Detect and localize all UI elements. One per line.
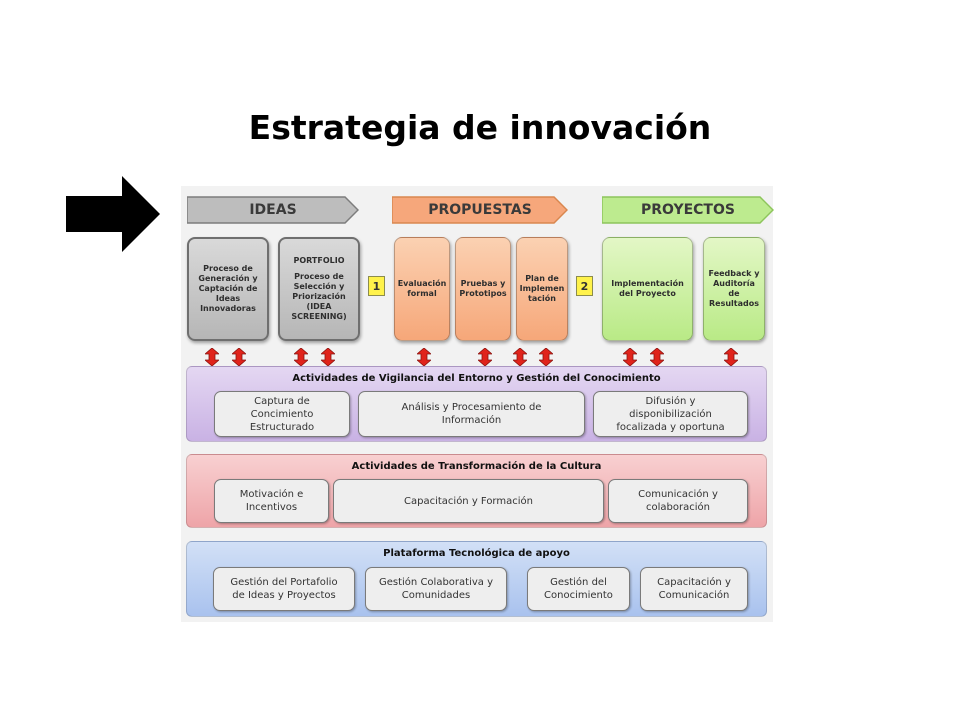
- item-gestion-portafolio: Gestión del Portafolio de Ideas y Proyec…: [213, 567, 355, 611]
- item-capacitacion-comunicacion: Capacitación y Comunicación: [640, 567, 748, 611]
- item-gestion-conocimiento: Gestión del Conocimiento: [527, 567, 630, 611]
- up-down-arrow-icon: [205, 348, 219, 366]
- phase-ideas: IDEAS: [187, 196, 359, 224]
- step-1-marker: 1: [368, 276, 385, 296]
- phase-propuestas-label: PROPUESTAS: [428, 202, 532, 218]
- up-down-arrow-icon: [513, 348, 527, 366]
- up-down-arrow-icon: [650, 348, 664, 366]
- up-down-arrow-icon: [417, 348, 431, 366]
- card-pruebas: Pruebas y Prototipos: [455, 237, 511, 341]
- card-portfolio-text: Proceso de Selección y Priorización (IDE…: [291, 272, 347, 321]
- item-difusion: Difusión y disponibilización focalizada …: [593, 391, 748, 437]
- phase-proyectos: PROYECTOS: [602, 196, 774, 224]
- card-plan: Plan de Implemen tación: [516, 237, 568, 341]
- item-capacitacion-formacion: Capacitación y Formación: [333, 479, 604, 523]
- band-vigilancia-title: Actividades de Vigilancia del Entorno y …: [292, 373, 661, 384]
- band-plataforma: Plataforma Tecnológica de apoyo Gestión …: [186, 541, 767, 617]
- item-comunicacion: Comunicación y colaboración: [608, 479, 748, 523]
- innovation-diagram: IDEAS PROPUESTAS PROYECTOS Proceso de Ge…: [181, 186, 774, 622]
- card-evaluacion: Evaluación formal: [394, 237, 450, 341]
- item-analisis: Análisis y Procesamiento de Información: [358, 391, 585, 437]
- page-title: Estrategia de innovación: [248, 108, 712, 147]
- step-2-marker: 2: [576, 276, 593, 296]
- right-arrow-icon: [66, 176, 160, 252]
- card-implementacion: Implementación del Proyecto: [602, 237, 693, 341]
- phase-propuestas: PROPUESTAS: [392, 196, 568, 224]
- up-down-arrow-icon: [294, 348, 308, 366]
- phase-ideas-label: IDEAS: [249, 202, 297, 218]
- band-cultura-title: Actividades de Transformación de la Cult…: [351, 461, 602, 472]
- item-motivacion: Motivación e Incentivos: [214, 479, 329, 523]
- band-cultura: Actividades de Transformación de la Cult…: [186, 454, 767, 528]
- up-down-arrow-icon: [623, 348, 637, 366]
- card-portfolio-head: PORTFOLIO: [293, 256, 345, 265]
- up-down-arrow-icon: [321, 348, 335, 366]
- item-captura: Captura de Concimiento Estructurado: [214, 391, 350, 437]
- up-down-arrow-icon: [232, 348, 246, 366]
- up-down-arrow-icon: [724, 348, 738, 366]
- up-down-arrow-icon: [478, 348, 492, 366]
- phase-proyectos-label: PROYECTOS: [641, 202, 735, 218]
- item-gestion-colaborativa: Gestión Colaborativa y Comunidades: [365, 567, 507, 611]
- up-down-arrow-icon: [539, 348, 553, 366]
- band-plataforma-title: Plataforma Tecnológica de apoyo: [383, 548, 570, 559]
- card-portfolio: PORTFOLIO Proceso de Selección y Prioriz…: [278, 237, 360, 341]
- card-generacion-ideas: Proceso de Generación y Captación de Ide…: [187, 237, 269, 341]
- card-feedback: Feedback y Auditoría de Resultados: [703, 237, 765, 341]
- band-vigilancia: Actividades de Vigilancia del Entorno y …: [186, 366, 767, 442]
